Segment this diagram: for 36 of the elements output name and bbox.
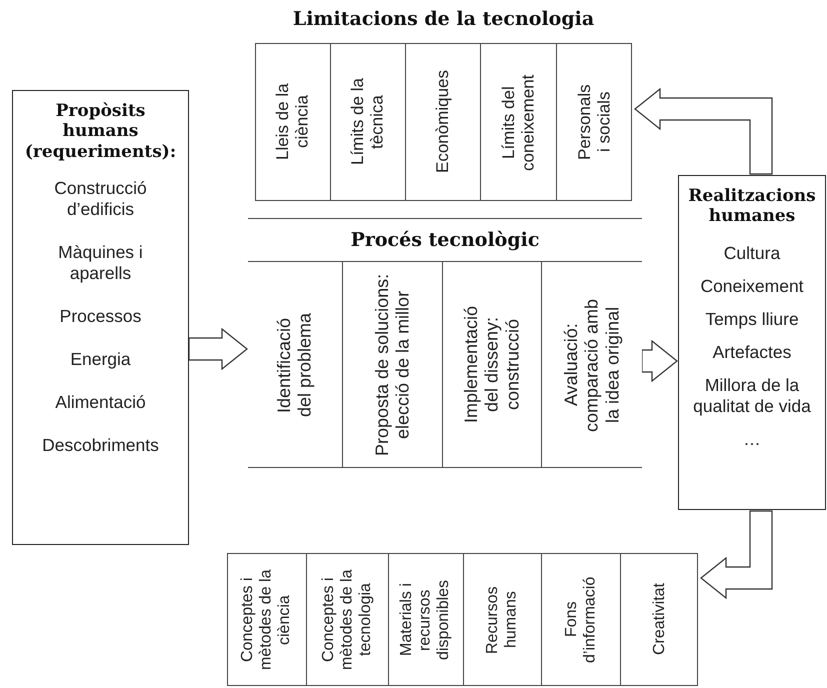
cell-text: Identificació del problema: [274, 311, 316, 419]
block-arrow: [641, 340, 678, 382]
list-item: Màquines i aparells: [57, 242, 144, 284]
list-item: Temps lliure: [705, 308, 799, 330]
panel-heading: Realitzacions humanes: [687, 186, 817, 227]
cell-text: Proposta de solucions: elecció de la millor: [372, 272, 414, 458]
text-panel: [12, 90, 189, 545]
cell-text: Fons d’informació: [562, 575, 599, 665]
list-item: Cultura: [724, 242, 780, 264]
text-panel: [678, 175, 826, 510]
cell-text: Personals i socials: [575, 83, 615, 162]
block-arrow: [700, 510, 773, 600]
cell-text: Materials i recursos disponibles: [398, 578, 454, 662]
list-item: Alimentació: [55, 392, 146, 414]
table-box: [227, 553, 698, 686]
cell-text: Límits del coneixement: [498, 72, 538, 172]
cell-text: Límits de la tècnica: [348, 77, 388, 168]
cell-text: Creativitat: [650, 583, 669, 656]
cell-text: Recursos humans: [484, 584, 520, 656]
panel-heading: Propòsits humans (requeriments):: [24, 101, 178, 162]
cell-text: Implementació del disseny: construcció: [460, 304, 524, 426]
list-item: Processos: [60, 306, 142, 328]
block-arrow: [634, 88, 773, 175]
list-item: Artefactes: [712, 342, 792, 363]
list-item: Energia: [70, 349, 131, 370]
list-item: Coneixement: [700, 276, 804, 297]
cell-text: Lleis de la ciència: [273, 82, 313, 162]
group-title: Procés tecnològic: [248, 219, 642, 262]
cell-text: Conceptes i mètodes de la ciència: [239, 568, 294, 672]
list-item: Construcció d’edificis: [53, 178, 148, 220]
cell-text: Econòmiques: [433, 70, 453, 174]
list-item: Descobriments: [42, 435, 159, 456]
list-item: Millora de la qualitat de vida: [692, 374, 812, 417]
block-arrow: [188, 328, 248, 370]
group-title: Limitacions de la tecnologia: [292, 8, 596, 30]
list-item: …: [743, 428, 761, 450]
